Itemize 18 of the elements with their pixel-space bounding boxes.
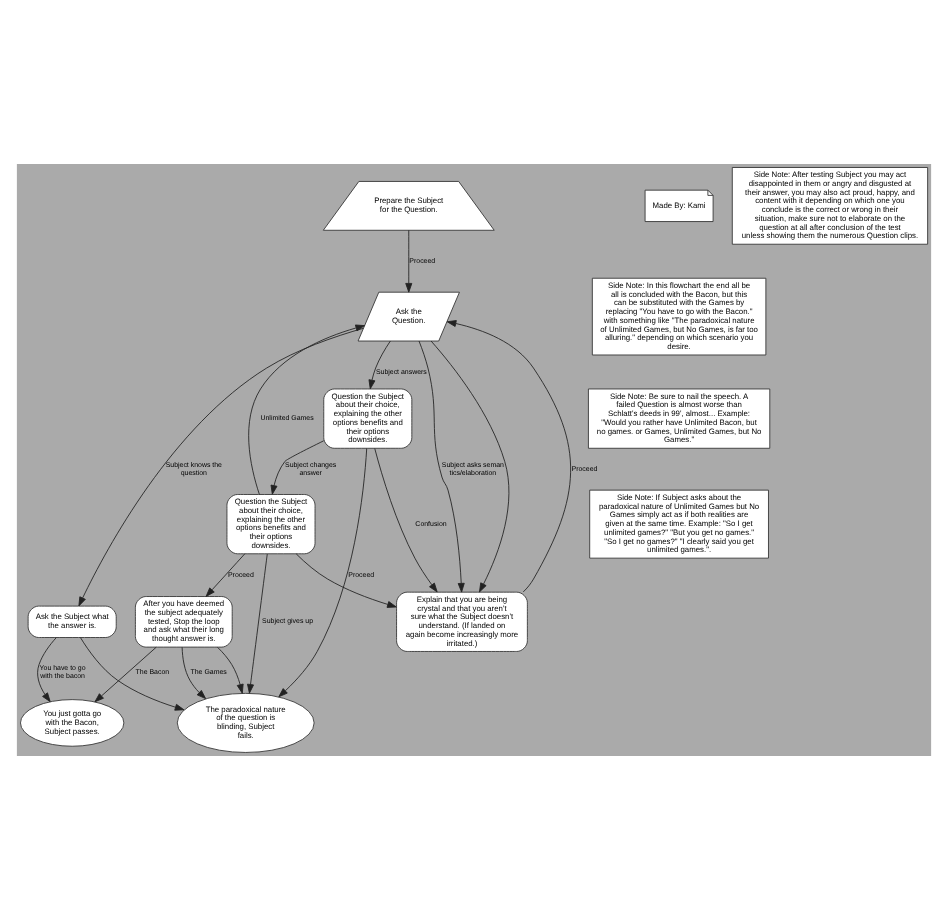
arrow [278, 448, 368, 698]
arrow [78, 327, 364, 607]
arrow [368, 340, 391, 390]
arrow [430, 340, 510, 593]
arrow [80, 637, 185, 711]
arrow [418, 340, 465, 593]
arrow [181, 646, 207, 700]
arrow [37, 637, 57, 703]
arrow [205, 553, 246, 597]
arrow [270, 440, 325, 495]
arrow [374, 448, 438, 593]
arrow [217, 646, 244, 694]
arrow [247, 553, 268, 694]
arrow [248, 324, 366, 495]
arrow [446, 320, 572, 593]
arrow [94, 646, 157, 703]
arrow [405, 229, 413, 293]
arrow [295, 553, 397, 608]
